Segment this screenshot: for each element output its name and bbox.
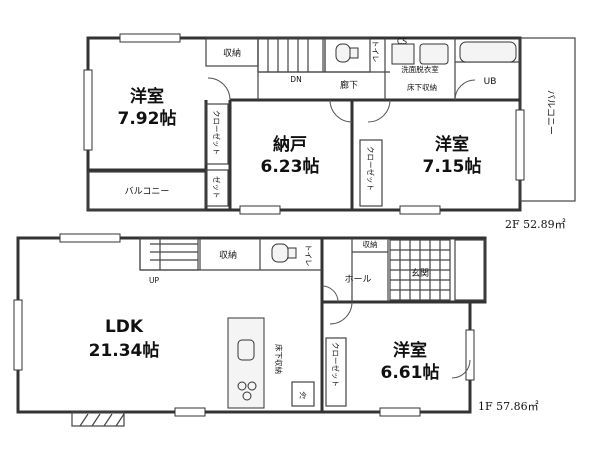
window-2f-east: [515, 109, 525, 181]
label-1f-up: UP: [149, 276, 159, 285]
room-2f-western-a-size: 7.92帖: [118, 108, 177, 129]
label-2f-cs: CS: [397, 37, 407, 46]
label-2f-toilet: トイレ: [371, 40, 380, 63]
window-2f-west: [83, 69, 93, 151]
label-1f-storage-a: 収納: [219, 249, 237, 261]
label-2f-closet-left: クローゼット: [212, 110, 222, 155]
label-2f-closet-left-small: ゼット: [212, 176, 222, 199]
label-2f-washroom: 洗面脱衣室: [401, 64, 439, 74]
door-1f-a: [321, 285, 339, 303]
label-2f-closet-right: クローゼット: [366, 146, 376, 191]
toilet-2f: [324, 37, 371, 73]
label-2f-balcony-left: バルコニー: [125, 186, 170, 197]
label-1f-underfloor: 床下収納: [274, 344, 284, 374]
window-1f-west: [13, 299, 23, 371]
label-1f-entrance: 玄関: [411, 267, 429, 279]
door-1f-c: [451, 359, 471, 379]
label-1f-closet: クローゼット: [331, 342, 341, 387]
closet-right: [359, 139, 383, 207]
window-1f-south-a: [174, 407, 206, 417]
door-2f-a: [207, 77, 231, 101]
label-1f-toilet: トイレ: [304, 244, 313, 267]
label-1f-fridge: 冷: [299, 390, 307, 400]
door-2f-c: [367, 99, 391, 123]
closet-left-small: [205, 169, 229, 207]
washroom-fixtures: [391, 41, 517, 65]
room-1f-western-c-size: 6.61帖: [381, 362, 440, 383]
fridge: [291, 381, 315, 407]
kitchen-counter: [227, 317, 265, 409]
room-1f-ldk-size: 21.34帖: [89, 340, 160, 361]
stairs-2f: [257, 37, 324, 73]
label-2f-underfloor: 床下収納: [407, 82, 437, 92]
window-1f-south-b: [379, 407, 421, 417]
first-floor: LDK 21.34帖 洋室 6.61帖 収納 収納 トイレ ホール 玄関 UP …: [13, 233, 539, 427]
label-2f-storage-top: 収納: [223, 47, 241, 59]
second-floor: 洋室 7.92帖 納戸 6.23帖 洋室 7.15帖 収納 バルコニー バルコニ…: [83, 33, 576, 231]
label-2f-ub: UB: [484, 77, 497, 87]
room-2f-western-a-name: 洋室: [130, 86, 164, 107]
area-2f: 2F 52.89㎡: [505, 218, 566, 231]
room-1f-western-c-name: 洋室: [393, 340, 427, 361]
room-2f-western-b-size: 7.15帖: [423, 156, 482, 177]
room-2f-storage-name: 納戸: [273, 134, 307, 155]
label-2f-balcony-right: バルコニー: [545, 90, 556, 135]
toilet-1f: [271, 243, 297, 263]
door-1f-b: [329, 301, 353, 325]
label-2f-hallway: 廊下: [340, 79, 358, 91]
terrace: [71, 411, 125, 427]
closet-1f: [325, 337, 347, 407]
room-2f-western-b-name: 洋室: [435, 134, 469, 155]
window-1f-north: [59, 233, 121, 243]
label-1f-hall: ホール: [344, 274, 371, 285]
closet-left: [205, 103, 229, 165]
area-1f: 1F 57.86㎡: [478, 400, 539, 413]
label-1f-storage-b: 収納: [363, 239, 378, 249]
door-2f-b: [329, 99, 353, 123]
stairs-1f: [139, 237, 199, 271]
room-2f-storage-size: 6.23帖: [261, 156, 320, 177]
window-1f-east: [465, 329, 475, 381]
window-2f-south-b: [399, 205, 441, 215]
door-2f-d: [454, 79, 476, 101]
window-2f-south-a: [239, 205, 281, 215]
label-2f-down: DN: [290, 75, 301, 84]
window-2f-north: [119, 33, 181, 43]
entrance-tiles: [389, 239, 451, 301]
shoe-storage: [454, 239, 486, 301]
room-1f-ldk-name: LDK: [105, 317, 144, 337]
